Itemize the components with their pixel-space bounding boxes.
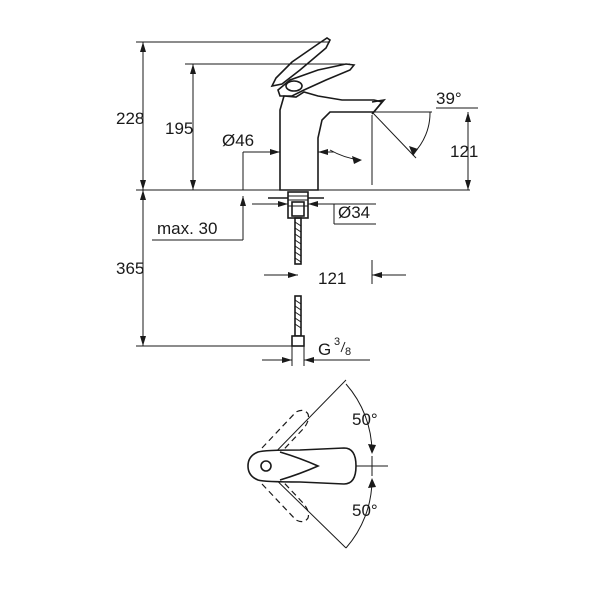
dim-spout-height: 195: [165, 63, 350, 190]
total-height-label: 228: [116, 109, 144, 128]
spout-angle-label: 39°: [436, 89, 462, 108]
rotation-arrow-top: [368, 444, 376, 454]
spout-clearance-label: 121: [450, 142, 478, 161]
hose-braid-lower: [294, 299, 302, 329]
lever-top-view: [247, 447, 357, 485]
rotation-arrow-bottom: [368, 478, 376, 488]
flex-hose-upper: [294, 217, 302, 265]
dim-max-deck-thickness: max. 30: [152, 196, 246, 241]
angle-arc: [412, 111, 431, 155]
dim-hole-diameter: Ø34: [252, 201, 376, 225]
lever-rotated-bottom: [261, 469, 310, 523]
thread-denominator-label: 8: [345, 346, 351, 358]
dim-body-diameter: Ø46: [222, 131, 334, 190]
faucet-side-view-icon: [136, 37, 470, 347]
spout-outlet: [371, 98, 387, 115]
lever-top-crease: [279, 451, 320, 481]
dim-connection-thread: G 3 8: [262, 336, 370, 366]
water-flow-line: [371, 111, 417, 159]
hole-diameter-label: Ø34: [338, 203, 370, 222]
hose-length-label: 365: [116, 259, 144, 278]
faucet-body: [279, 91, 384, 191]
thread-numerator-label: 3: [334, 336, 340, 348]
lever-pivot: [285, 80, 303, 92]
dim-hose-length: 365: [116, 190, 292, 347]
lever-rotation-top-label: 50°: [352, 410, 378, 429]
body-diameter-label: Ø46: [222, 131, 254, 150]
thread-fraction-slash: [340, 341, 346, 353]
dim-spout-clearance: 121: [450, 112, 478, 190]
lever-top-pivot: [260, 460, 272, 472]
dim-spout-reach: 121: [264, 260, 406, 288]
max-deck-thickness-label: max. 30: [157, 219, 217, 238]
mounting-stud: [291, 201, 305, 217]
nut-hatching: [288, 195, 308, 207]
spout-height-label: 195: [165, 119, 193, 138]
hose-connector: [291, 335, 305, 347]
faucet-top-view-icon: [247, 379, 388, 549]
dim-total-height: 228: [116, 41, 330, 190]
thread-g-label: G: [318, 340, 331, 359]
lever-closed: [277, 63, 356, 97]
hose-braid-upper: [294, 221, 302, 263]
lever-rotated-top: [261, 409, 310, 463]
spout-reach-label: 121: [318, 269, 346, 288]
angle-arrow: [409, 146, 418, 156]
lever-rotation-bottom-label: 50°: [352, 501, 378, 520]
lever-raised-outline: [270, 37, 332, 88]
rotation-hint-arrow: [352, 156, 362, 164]
